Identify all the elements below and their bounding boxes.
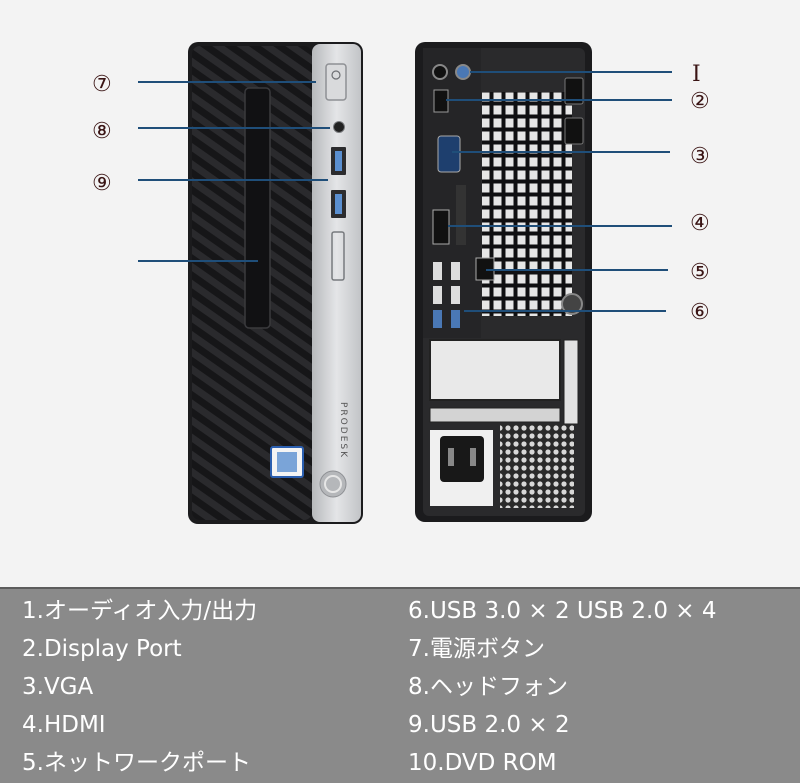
brand-label: PRODESK: [338, 402, 348, 459]
power-icon: [331, 70, 341, 80]
callout-9: ⑨: [92, 171, 112, 196]
usb-rear-3: [433, 286, 442, 304]
power-button: [325, 63, 347, 101]
headphone-jack: [333, 121, 345, 133]
legend-item-2: 2.Display Port: [22, 636, 182, 662]
hp-logo-ring: [324, 475, 342, 493]
slot-cover: [563, 339, 579, 425]
rear-view: [415, 42, 592, 522]
legend-item-3: 3.VGA: [22, 674, 94, 700]
usb-rear-2: [451, 262, 460, 280]
callout-3: ③: [690, 144, 710, 169]
psu-fan-grille: [500, 424, 574, 508]
audio-jack-2: [455, 64, 471, 80]
usb-rear-5: [433, 310, 442, 328]
expansion-slot-1: [429, 339, 561, 401]
front-silver-panel: [312, 44, 361, 522]
usb-rear-6: [451, 310, 460, 328]
usb-rear-4: [451, 286, 460, 304]
legend-item-4: 4.HDMI: [22, 712, 106, 738]
callout-4: ④: [690, 211, 710, 236]
intel-badge-inner: [277, 452, 297, 472]
power-inlet-pin-2: [470, 448, 476, 466]
port-legend: 1.オーディオ入力/出力 2.Display Port 3.VGA 4.HDMI…: [0, 587, 800, 783]
callout-1: Ⅰ: [692, 62, 701, 87]
usb-port-front-2-tongue: [335, 194, 342, 214]
displayport: [433, 89, 449, 113]
callout-6: ⑥: [690, 300, 710, 325]
rear-vent-grid: [482, 92, 572, 316]
rear-latch-1: [564, 77, 584, 105]
legend-item-10: 10.DVD ROM: [408, 750, 557, 776]
lock-slot: [561, 293, 583, 315]
pc-illustration: PRODESK: [92, 42, 710, 524]
audio-jack-1: [432, 64, 448, 80]
dvd-drive-bay: [244, 87, 271, 329]
hdmi-port: [432, 209, 450, 245]
legend-item-9: 9.USB 2.0 × 2: [408, 712, 570, 738]
callout-7: ⑦: [92, 72, 112, 97]
io-bracket: [456, 185, 466, 245]
usb-port-front-1-tongue: [335, 151, 342, 171]
power-inlet-pin-1: [448, 448, 454, 466]
callout-8: ⑧: [92, 119, 112, 144]
legend-item-1: 1.オーディオ入力/出力: [22, 598, 258, 624]
product-photo: PRODESK: [92, 42, 710, 524]
vga-port: [437, 135, 461, 173]
callout-5: ⑤: [690, 260, 710, 285]
rear-latch-2: [564, 117, 584, 145]
expansion-slot-2: [429, 407, 561, 423]
callout-2: ②: [690, 89, 710, 114]
hp-logo: [319, 470, 347, 498]
power-inlet: [440, 436, 484, 482]
legend-item-8: 8.ヘッドフォン: [408, 674, 568, 700]
legend-item-5: 5.ネットワークポート: [22, 750, 251, 776]
usb-rear-1: [433, 262, 442, 280]
card-reader-slot: [331, 231, 345, 281]
legend-item-7: 7.電源ボタン: [408, 636, 545, 662]
callout-lines: [138, 71, 672, 312]
legend-item-6: 6.USB 3.0 × 2 USB 2.0 × 4: [408, 598, 717, 624]
front-view: PRODESK: [188, 42, 363, 524]
